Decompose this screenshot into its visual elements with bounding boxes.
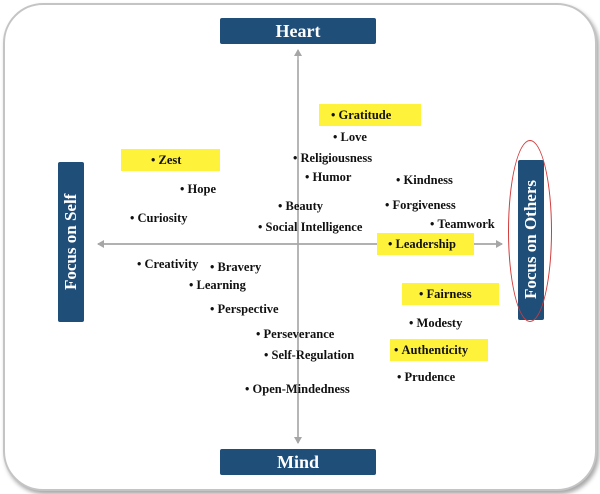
strength-creativity: Creativity — [137, 257, 199, 272]
strength-perseverance: Perseverance — [256, 327, 335, 342]
strength-leadership: Leadership — [388, 237, 456, 252]
strength-gratitude: Gratitude — [331, 108, 392, 123]
strength-kindness: Kindness — [396, 173, 453, 188]
strength-fairness: Fairness — [419, 287, 472, 302]
strength-humor: Humor — [305, 170, 352, 185]
strength-religiousness: Religiousness — [293, 151, 373, 166]
strength-beauty: Beauty — [278, 199, 324, 214]
strength-curiosity: Curiosity — [130, 211, 188, 226]
strength-forgiveness: Forgiveness — [385, 198, 456, 213]
focus-on-others-oval — [508, 140, 552, 322]
strength-bravery: Bravery — [210, 260, 262, 275]
strength-prudence: Prudence — [397, 370, 456, 385]
axis-label-focus-on-self: Focus on Self — [58, 162, 84, 322]
strength-learning: Learning — [189, 278, 246, 293]
axis-label-heart: Heart — [220, 18, 376, 44]
strength-love: Love — [333, 130, 367, 145]
strength-modesty: Modesty — [409, 316, 463, 331]
strength-self-regulation: Self-Regulation — [264, 348, 355, 363]
strength-social-intelligence: Social Intelligence — [258, 220, 363, 235]
strength-zest: Zest — [151, 153, 182, 168]
strength-authenticity: Authenticity — [394, 343, 469, 358]
strength-hope: Hope — [180, 182, 216, 197]
strength-teamwork: Teamwork — [430, 217, 495, 232]
strength-perspective: Perspective — [210, 302, 279, 317]
axis-label-mind: Mind — [220, 449, 376, 475]
strength-open-mindedness: Open-Mindedness — [245, 382, 350, 397]
